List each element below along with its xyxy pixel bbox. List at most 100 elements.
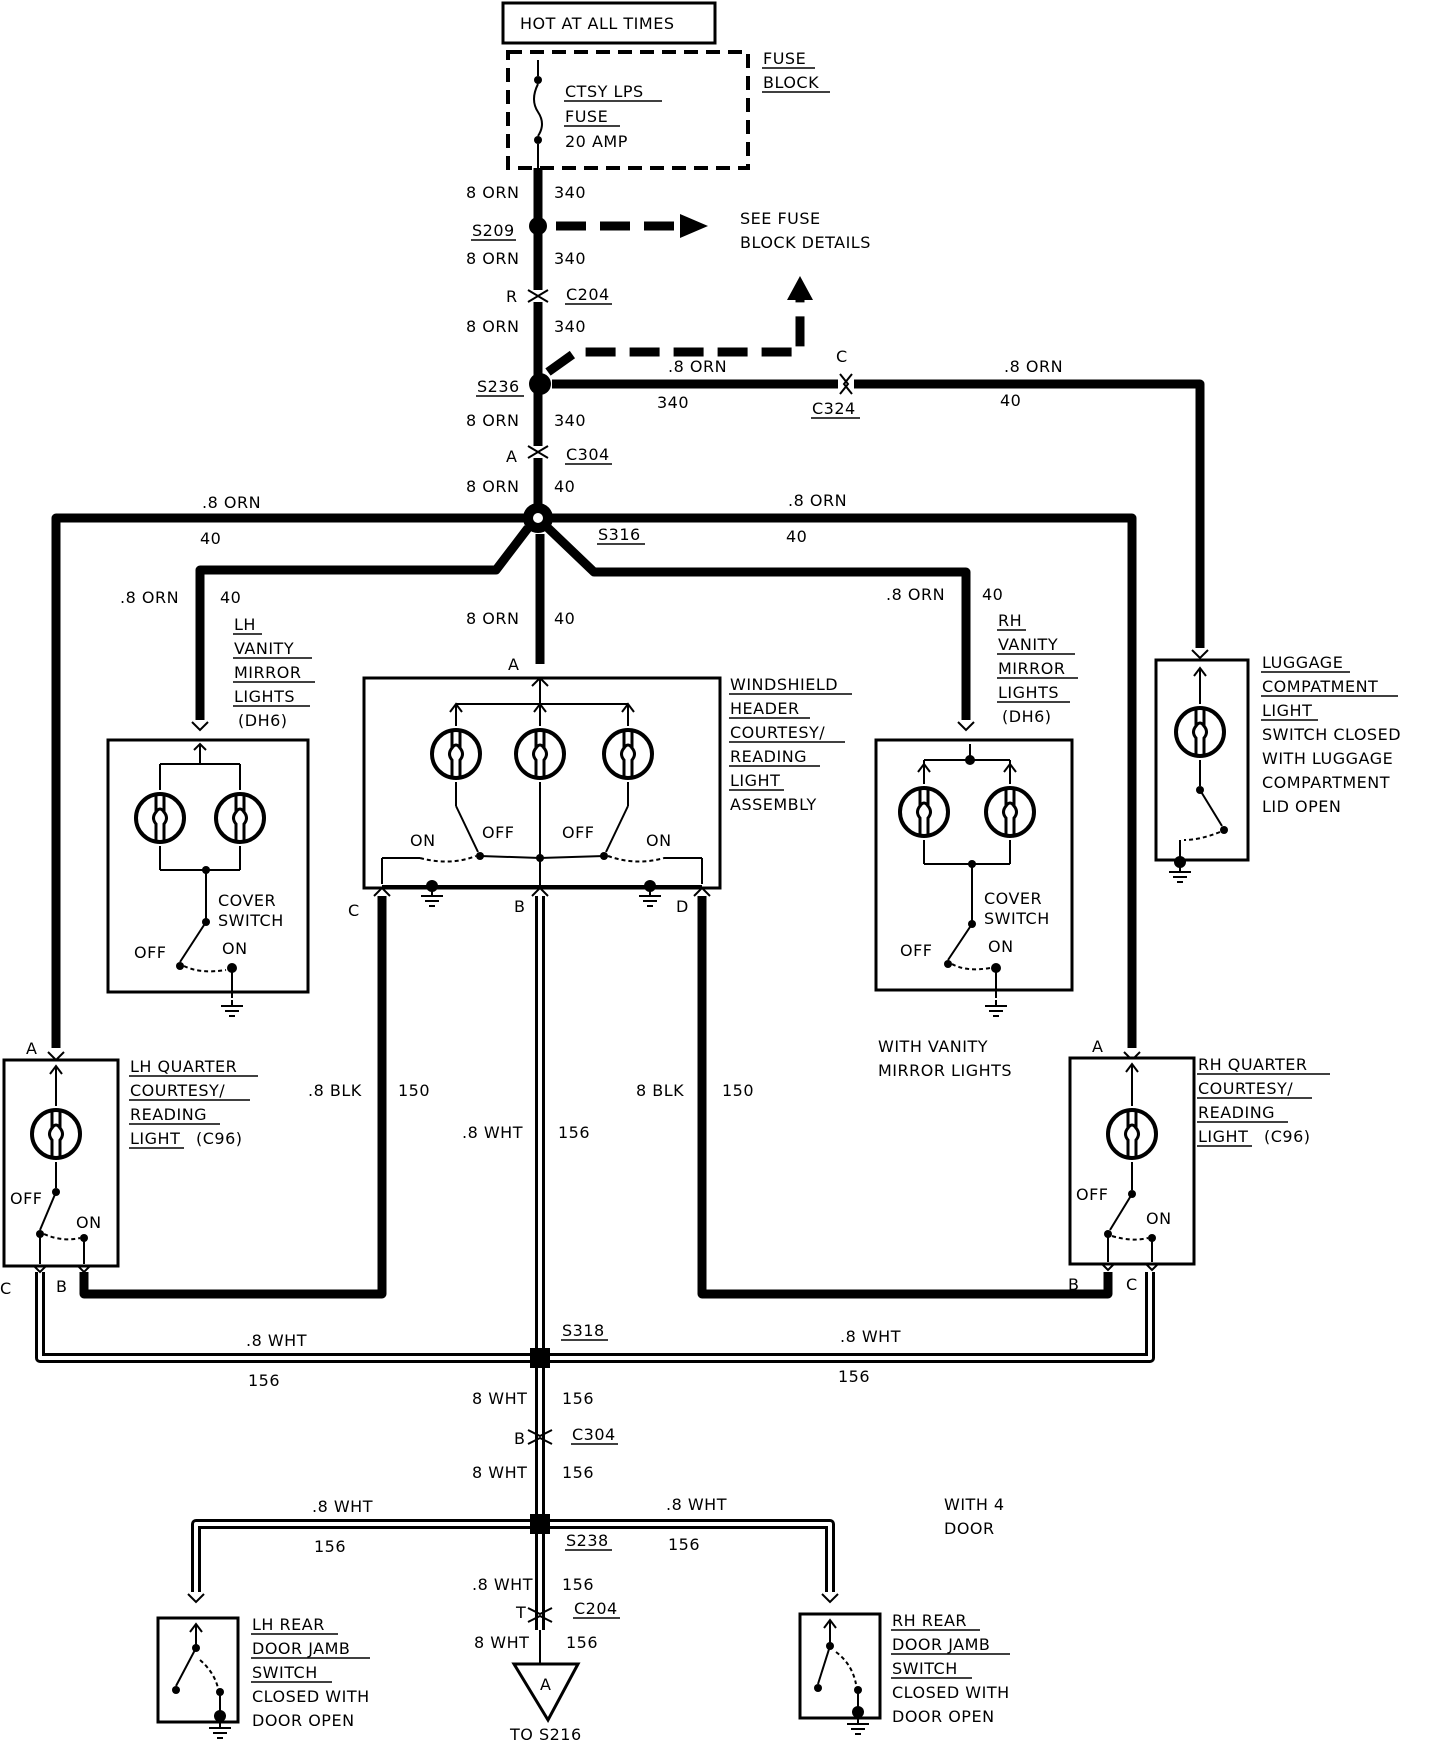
lh-quarter-label-4: LIGHT xyxy=(130,1129,180,1148)
rh-quarter-label-2: COURTESY/ xyxy=(1198,1079,1293,1098)
windshield-label-1: WINDSHIELD xyxy=(730,675,838,694)
windshield-label-3: COURTESY/ xyxy=(730,723,825,742)
wire-circuit: 40 xyxy=(982,585,1003,604)
wire-label: .8 WHT xyxy=(472,1575,533,1594)
power-source: HOT AT ALL TIMES xyxy=(501,1,717,45)
rh-quarter-label-3: READING xyxy=(1198,1103,1275,1122)
wire-circuit: 40 xyxy=(554,477,575,496)
rh-quarter-label-5: (C96) xyxy=(1264,1127,1311,1146)
fuse-label-3: 20 AMP xyxy=(565,132,628,151)
wire-circuit: 340 xyxy=(554,183,586,202)
wire-circuit: 150 xyxy=(722,1081,754,1100)
rh-vanity-label-2: VANITY xyxy=(998,635,1058,654)
note-4door-2: DOOR xyxy=(944,1519,995,1538)
wire-circuit: 340 xyxy=(554,317,586,336)
ground-icon xyxy=(220,999,244,1017)
wire-circuit: 156 xyxy=(566,1633,598,1652)
wire-label: .8 WHT xyxy=(312,1497,373,1516)
see-fuse-2: BLOCK DETAILS xyxy=(740,233,871,252)
ref-letter: A xyxy=(540,1675,551,1694)
pin-a: A xyxy=(26,1039,37,1058)
connector-c204-label: C204 xyxy=(566,285,610,304)
lh-rear-label-5: DOOR OPEN xyxy=(252,1711,355,1730)
splice-s236: S236 .8 ORN 340 C C324 .8 ORN 40 xyxy=(476,276,1205,648)
pin-a: A xyxy=(1092,1037,1103,1056)
switch-off-label: OFF xyxy=(900,941,933,960)
switch-on-label: ON xyxy=(988,937,1014,956)
rh-vanity-label-5: (DH6) xyxy=(1002,707,1052,726)
lower-c204: .8 WHT 156 T C204 8 WHT 156 xyxy=(472,1575,620,1652)
wire-label: 8 WHT xyxy=(474,1633,529,1652)
rh-rear-label-5: DOOR OPEN xyxy=(892,1707,995,1726)
wire-circuit: 150 xyxy=(398,1081,430,1100)
pin-d: D xyxy=(676,897,689,916)
wire-circuit: 156 xyxy=(668,1535,700,1554)
rh-quarter-light: A OFF ON B C RH QUARTER COURTESY/ READIN… xyxy=(1068,1037,1330,1294)
ground-icon xyxy=(846,1717,870,1735)
wire-circuit: 340 xyxy=(554,249,586,268)
connector-c324-label: C324 xyxy=(812,399,856,418)
luggage-label-6: COMPARTMENT xyxy=(1262,773,1390,792)
note-vanity-2: MIRROR LIGHTS xyxy=(878,1061,1012,1080)
switch-off-label: OFF xyxy=(134,943,167,962)
luggage-label-3: LIGHT xyxy=(1262,701,1312,720)
lh-rear-door-jamb-switch: LH REAR DOOR JAMB SWITCH CLOSED WITH DOO… xyxy=(156,1593,370,1739)
rh-rear-label-4: CLOSED WITH xyxy=(892,1683,1010,1702)
lh-rear-label-4: CLOSED WITH xyxy=(252,1687,370,1706)
wire-circuit: 156 xyxy=(838,1367,870,1386)
rh-vanity-mirror-lights: RH VANITY MIRROR LIGHTS (DH6) COVER SWIT… xyxy=(874,611,1078,1080)
lh-quarter-label-3: READING xyxy=(130,1105,207,1124)
bulb-icon xyxy=(1106,1108,1158,1160)
wire-circuit: 340 xyxy=(554,411,586,430)
splice-s209-label: S209 xyxy=(472,221,515,240)
switch-on-label: ON xyxy=(76,1213,102,1232)
cover-switch-label-1: COVER xyxy=(218,891,276,910)
windshield-label-6: ASSEMBLY xyxy=(730,795,817,814)
pin-c: C xyxy=(1126,1275,1138,1294)
wire-circuit: 40 xyxy=(220,588,241,607)
wire-circuit: 156 xyxy=(314,1537,346,1556)
splice-s209: S209 SEE FUSE BLOCK DETAILS xyxy=(471,209,871,252)
splice-s316-label: S316 xyxy=(598,525,641,544)
lh-rear-label-2: DOOR JAMB xyxy=(252,1639,350,1658)
wire-label: 8 WHT xyxy=(472,1463,527,1482)
luggage-label-7: LID OPEN xyxy=(1262,797,1341,816)
rh-vanity-label-3: MIRROR xyxy=(998,659,1065,678)
bulb-icon xyxy=(1174,706,1226,758)
cover-switch-label-1: COVER xyxy=(984,889,1042,908)
wire-label: 8 WHT xyxy=(472,1389,527,1408)
connector-c204-top: R C204 xyxy=(506,285,612,306)
bulb-icon xyxy=(430,728,482,780)
ground-wires-black: .8 BLK 150 8 BLK 150 xyxy=(79,896,1113,1299)
wire-circuit: 40 xyxy=(200,529,221,548)
see-fuse-1: SEE FUSE xyxy=(740,209,821,228)
connector-c304-top: A C304 xyxy=(506,445,612,466)
rh-rear-label-3: SWITCH xyxy=(892,1659,958,1678)
connector-c204-label: C204 xyxy=(574,1599,618,1618)
lh-vanity-mirror-lights: LH VANITY MIRROR LIGHTS (DH6) COVER SWIT… xyxy=(106,615,315,1017)
fuse-block-label-1: FUSE xyxy=(763,49,806,68)
pin-b: B xyxy=(56,1277,67,1296)
wire-label: 8 ORN xyxy=(466,609,519,628)
rh-quarter-label-1: RH QUARTER xyxy=(1198,1055,1307,1074)
switch-off-label: OFF xyxy=(10,1189,43,1208)
wire-circuit: 156 xyxy=(558,1123,590,1142)
windshield-label-5: LIGHT xyxy=(730,771,780,790)
splice-s236-label: S236 xyxy=(477,377,520,396)
bulb-icon xyxy=(30,1108,82,1160)
splice-s238: S238 .8 WHT 156 .8 WHT 156 WITH 4 DOOR xyxy=(191,1495,1005,1592)
lh-quarter-light: A OFF ON C B LH QUARTER COURTESY/ READIN… xyxy=(0,1039,258,1298)
fuse-block: CTSY LPS FUSE 20 AMP FUSE BLOCK xyxy=(506,49,830,170)
ground-icon xyxy=(984,999,1008,1017)
wire-label: .8 WHT xyxy=(462,1123,523,1142)
power-label: HOT AT ALL TIMES xyxy=(520,14,674,33)
note-4door-1: WITH 4 xyxy=(944,1495,1005,1514)
ground-icon xyxy=(420,889,444,907)
wire-label: 8 BLK xyxy=(636,1081,684,1100)
wire-label: .8 ORN xyxy=(202,493,261,512)
switch-off-label: OFF xyxy=(1076,1185,1109,1204)
wire-label: 8 ORN xyxy=(466,411,519,430)
luggage-label-4: SWITCH CLOSED xyxy=(1262,725,1401,744)
lh-rear-label-3: SWITCH xyxy=(252,1663,318,1682)
